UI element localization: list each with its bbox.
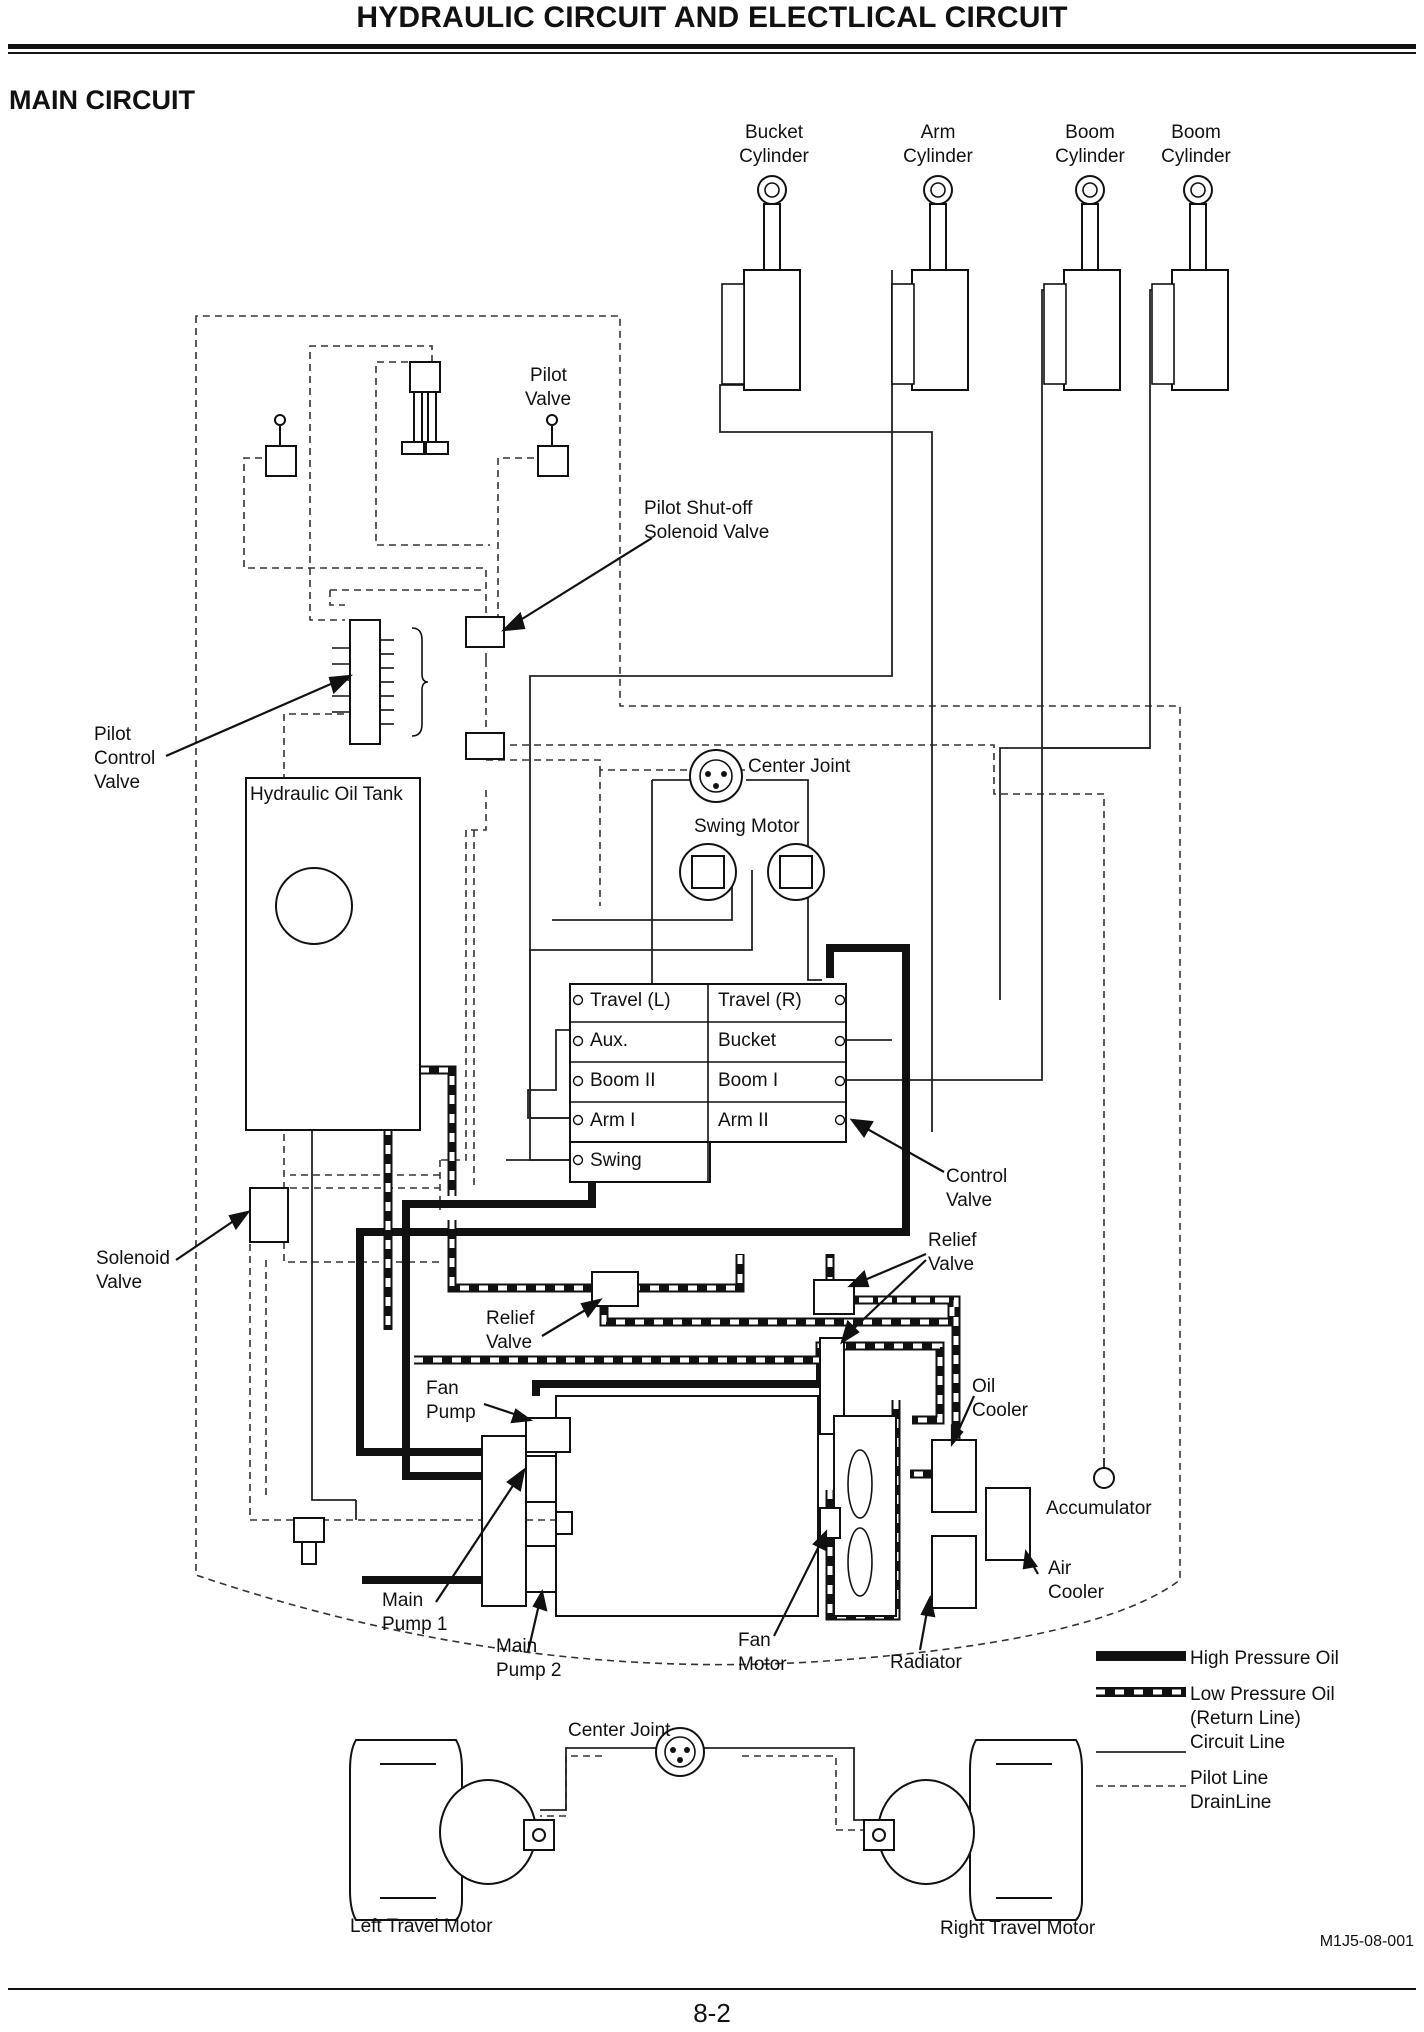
pilot-lever-left: [265, 414, 297, 477]
pilot-shutoff-solenoid-valve: [465, 616, 505, 648]
main-pump-1-label-2: Pump 1: [382, 1614, 447, 1635]
legend-low-pressure-label-2: (Return Line): [1190, 1708, 1301, 1729]
legend: High Pressure Oil Low Pressure Oil (Retu…: [1096, 1648, 1339, 1813]
relief-valve-left-label-2: Valve: [486, 1332, 532, 1353]
fan-pump-label-1: Fan: [426, 1378, 459, 1399]
left-travel-motor-label: Left Travel Motor: [350, 1916, 493, 1937]
main-pump-1-label-1: Main: [382, 1590, 423, 1611]
legend-pilot-label: Pilot Line: [1190, 1768, 1268, 1789]
pilot-valve-joystick: [401, 361, 449, 455]
header-rule: [8, 44, 1416, 49]
solenoid-valve: [249, 1187, 289, 1243]
swing-motor-label: Swing Motor: [694, 816, 800, 837]
control-valve-spool-labels: Travel (L) Aux. Boom II Arm I Swing Trav…: [590, 990, 802, 1171]
main-pump-2-label-1: Main: [496, 1636, 537, 1657]
pilot-shutoff-label-1: Pilot Shut-off: [644, 498, 753, 519]
boom-cylinder-2: [1151, 175, 1229, 391]
pilot-control-valve-label-3: Valve: [94, 772, 140, 793]
radiator-label: Radiator: [890, 1652, 962, 1673]
bucket-cylinder-label-1: Bucket: [745, 122, 804, 143]
hydraulic-oil-tank: [245, 777, 421, 1131]
center-joint-bottom: [655, 1727, 705, 1777]
center-joint-top: [689, 749, 743, 803]
legend-circuit-label: Circuit Line: [1190, 1732, 1285, 1753]
relief-valve-right-label-2: Valve: [928, 1254, 974, 1275]
center-joint-top-label: Center Joint: [748, 756, 851, 777]
fan-pump-label-2: Pump: [426, 1402, 476, 1423]
spool-boom-ii: Boom II: [590, 1070, 655, 1091]
figure-code: M1J5-08-001: [1319, 1933, 1414, 1950]
radiator: [931, 1535, 977, 1609]
page-title: HYDRAULIC CIRCUIT AND ELECTLICAL CIRCUIT: [356, 1, 1068, 34]
solenoid-valve-label-1: Solenoid: [96, 1248, 170, 1269]
footer-rule: [8, 1988, 1416, 1990]
air-cooler: [985, 1487, 1031, 1561]
control-valve: [569, 983, 847, 1183]
pilot-valve-label-2: Valve: [525, 389, 571, 410]
pilot-control-valve-label-2: Control: [94, 748, 155, 769]
main-pump-1: [525, 1455, 557, 1503]
bucket-cylinder: [721, 175, 801, 391]
accumulator-label: Accumulator: [1046, 1498, 1152, 1519]
section-title: MAIN CIRCUIT: [9, 85, 195, 115]
bucket-cylinder-label-2: Cylinder: [739, 146, 809, 167]
spool-arm-ii: Arm II: [718, 1110, 769, 1131]
boom-cylinder-1-label-2: Cylinder: [1055, 146, 1125, 167]
page-header: HYDRAULIC CIRCUIT AND ELECTLICAL CIRCUIT: [0, 0, 1424, 60]
header-rule-thin: [8, 52, 1416, 54]
right-travel-motor-label: Right Travel Motor: [940, 1918, 1096, 1939]
relief-valve-right-label-1: Relief: [928, 1230, 977, 1251]
boom-cylinder-2-label-1: Boom: [1171, 122, 1221, 143]
solenoid-valve-label-2: Valve: [96, 1272, 142, 1293]
center-joint-bottom-label: Center Joint: [568, 1720, 671, 1741]
relief-valve-right: [813, 1279, 855, 1315]
control-valve-label-2: Valve: [946, 1190, 992, 1211]
swing-motor: [679, 843, 825, 901]
hydraulic-oil-tank-label: Hydraulic Oil Tank: [250, 784, 403, 805]
main-pump-2: [525, 1545, 557, 1593]
pilot-control-valve-label-1: Pilot: [94, 724, 132, 745]
pilot-control-valve: [332, 619, 429, 745]
spool-boom-i: Boom I: [718, 1070, 778, 1091]
relief-valve-left-label-1: Relief: [486, 1308, 535, 1329]
fan-motor: [819, 1415, 897, 1617]
leader-arrows: [165, 537, 1039, 1653]
pilot-lever-right: [537, 414, 569, 477]
right-travel-motor: [863, 1739, 1083, 1921]
boom-cylinder-2-label-2: Cylinder: [1161, 146, 1231, 167]
left-travel-motor: [349, 1739, 555, 1921]
spool-aux: Aux.: [590, 1030, 628, 1051]
engine-and-pumps: [293, 1395, 819, 1617]
component-labels: Bucket Cylinder Arm Cylinder Boom Cylind…: [94, 122, 1232, 1939]
spool-travel-l: Travel (L): [590, 990, 671, 1011]
legend-high-pressure-label: High Pressure Oil: [1190, 1648, 1339, 1669]
oil-cooler-label-2: Cooler: [972, 1400, 1029, 1421]
main-pump-2-label-2: Pump 2: [496, 1660, 561, 1681]
boom-cylinder-1-label-1: Boom: [1065, 122, 1115, 143]
air-cooler-label-1: Air: [1048, 1558, 1072, 1579]
fan-motor-label-1: Fan: [738, 1630, 771, 1651]
control-valve-label-1: Control: [946, 1166, 1007, 1187]
pilot-shutoff-label-2: Solenoid Valve: [644, 522, 769, 543]
pilot-small-valve: [465, 732, 505, 760]
spool-travel-r: Travel (R): [718, 990, 802, 1011]
pilot-valve-label-1: Pilot: [530, 365, 568, 386]
air-cooler-label-2: Cooler: [1048, 1582, 1105, 1603]
legend-low-pressure-label-1: Low Pressure Oil: [1190, 1684, 1335, 1705]
oil-cooler-label-1: Oil: [972, 1376, 995, 1397]
spool-swing: Swing: [590, 1150, 642, 1171]
accumulator: [1093, 1467, 1115, 1489]
spool-bucket: Bucket: [718, 1030, 777, 1051]
page-number: 8-2: [693, 1998, 731, 2028]
fan-pump: [525, 1417, 571, 1453]
spool-arm-i: Arm I: [590, 1110, 635, 1131]
arm-cylinder-label-1: Arm: [921, 122, 956, 143]
boom-cylinder-1: [1043, 175, 1121, 391]
legend-drain-label: DrainLine: [1190, 1792, 1271, 1813]
arm-cylinder-label-2: Cylinder: [903, 146, 973, 167]
oil-cooler: [931, 1439, 977, 1513]
arm-cylinder: [891, 175, 969, 391]
fan-motor-label-2: Motor: [738, 1654, 787, 1675]
